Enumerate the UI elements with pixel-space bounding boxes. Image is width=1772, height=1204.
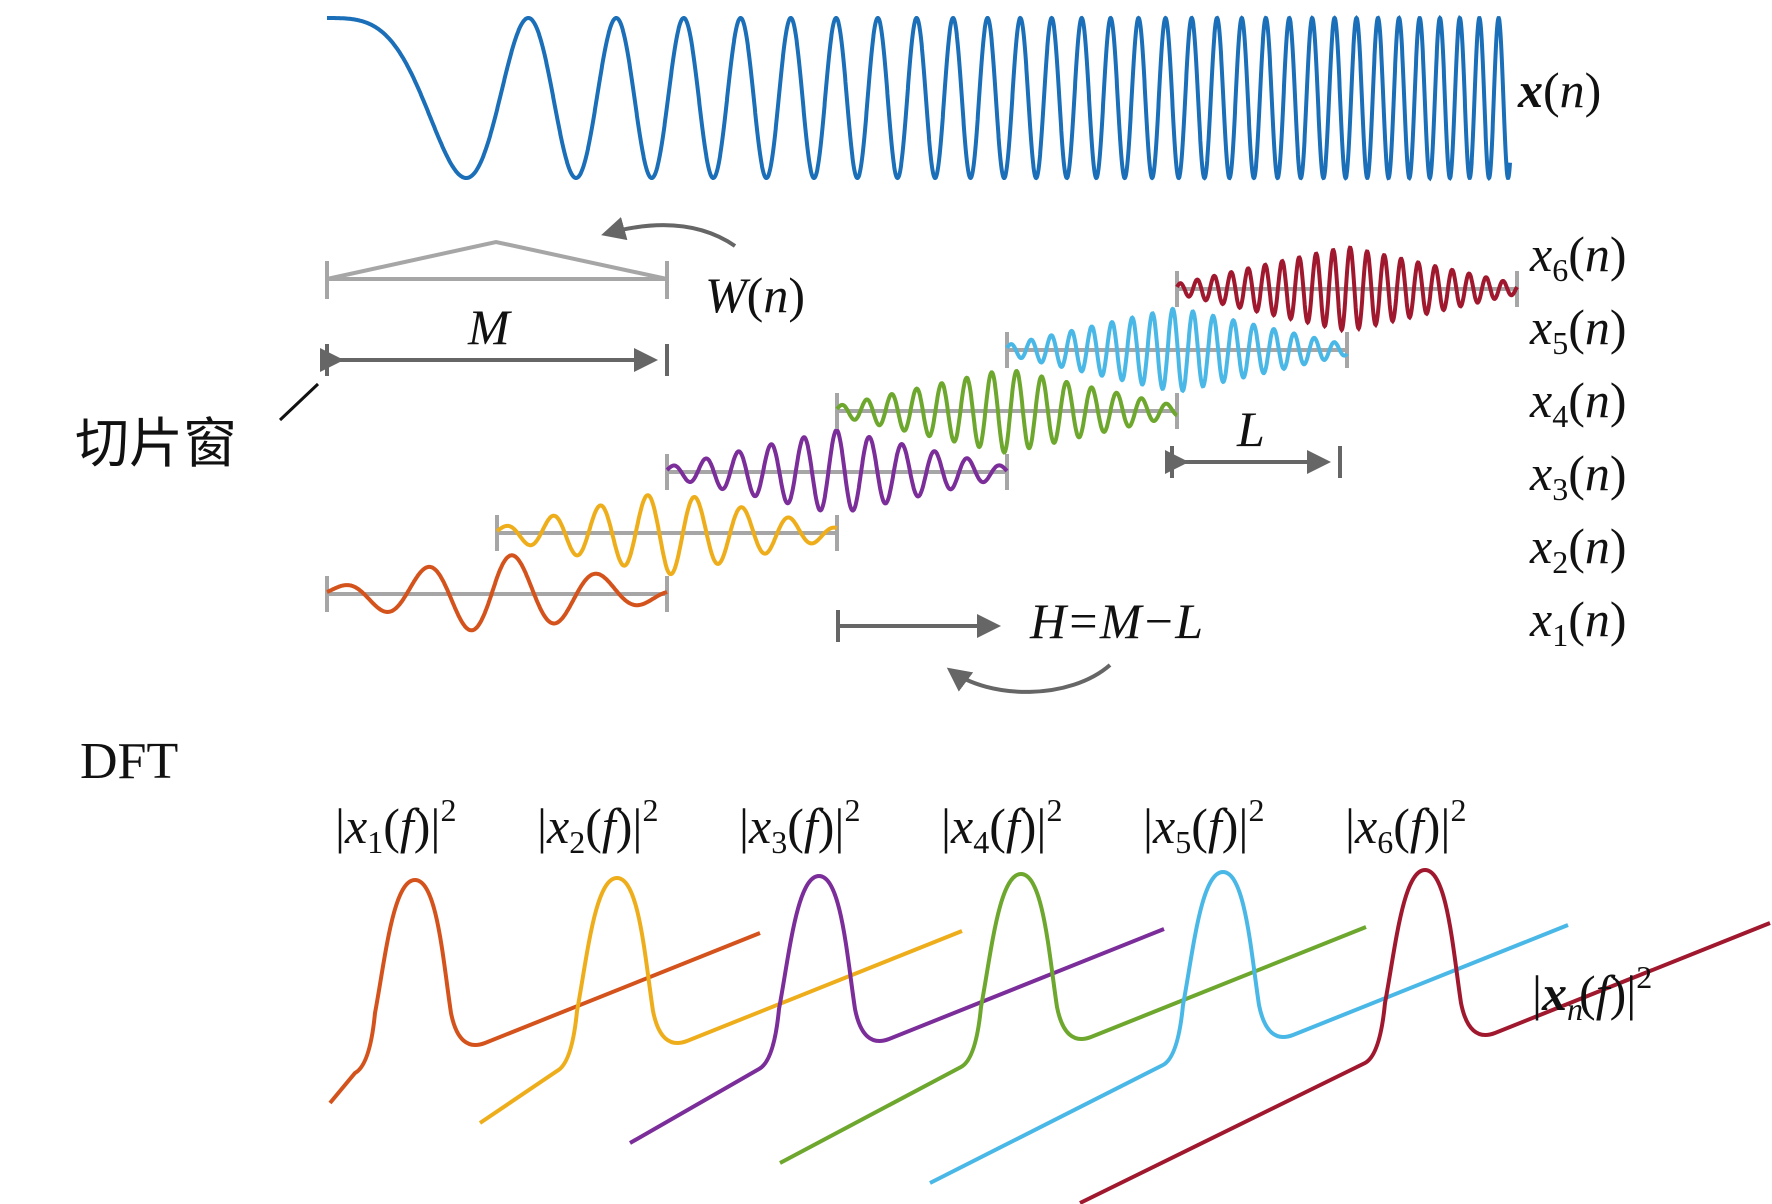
segment-1 [325,553,669,633]
window-function-shape [325,239,669,299]
overlap-length-dimension [1165,446,1342,478]
segment-label-5: x5(n) [1529,299,1627,361]
spectrum-label-6: |x6(f)|2 [1345,792,1466,860]
segment-waveform [1005,306,1349,394]
segment-2 [495,493,839,577]
segment-4 [835,368,1179,455]
spectrum-curve-3 [629,873,1165,1145]
segment-waveform [326,553,668,633]
slice-window-label: 切片窗 [75,412,237,475]
spectrum-curve-4 [779,871,1367,1165]
hop-size-dimension [836,610,1001,642]
dft-label: DFT [80,733,178,790]
segment-label-6: x6(n) [1529,226,1627,288]
segment-label-1: x1(n) [1529,591,1627,653]
segment-6 [1175,245,1519,334]
spectrum-curve-5 [929,869,1569,1185]
spectrum-label-4: |x4(f)|2 [941,792,1062,860]
input-signal-label: x(n) [1517,62,1601,118]
spectrum-curve-1 [328,877,761,1105]
window-arrow [601,217,737,248]
combined-spectrum-label: |xn|(f)|2 [1532,959,1652,1027]
segments-group [325,245,1519,633]
segment-waveform [1175,245,1519,334]
spectra-group [328,867,1771,1204]
hop-size-arrow [946,663,1112,694]
segment-label-2: x2(n) [1529,518,1627,580]
segment-labels: x1(n) x2(n) x3(n) x4(n) x5(n) x6(n) [1529,226,1627,653]
window-length-label: M [467,299,512,355]
spectrum-label-2: |x2(f)|2 [537,792,658,860]
segment-waveform [665,427,1009,513]
segment-5 [1005,306,1349,394]
slice-window-leader [278,382,320,422]
segment-waveform [495,493,838,577]
spectrum-label-1: |x1(f)|2 [335,792,456,860]
segment-label-3: x3(n) [1529,445,1627,507]
segment-waveform [835,368,1178,455]
spectrum-labels: |x1(f)|2 |x2(f)|2 |x3(f)|2 |x4(f)|2 |x5(f)|2… [335,792,1466,860]
window-length-dimension [320,344,669,376]
window-function-label: W(n) [705,267,805,323]
input-signal-waveform [327,14,1512,182]
spectrum-curve-6 [1079,867,1771,1204]
spectrum-label-5: |x5(f)|2 [1143,792,1264,860]
segment-3 [665,427,1009,513]
spectrum-label-3: |x3(f)|2 [739,792,860,860]
spectrum-curve-2 [478,875,963,1125]
segment-label-4: x4(n) [1529,372,1627,434]
overlap-length-label: L [1236,401,1265,457]
hop-size-label: H=M−L [1029,593,1203,649]
